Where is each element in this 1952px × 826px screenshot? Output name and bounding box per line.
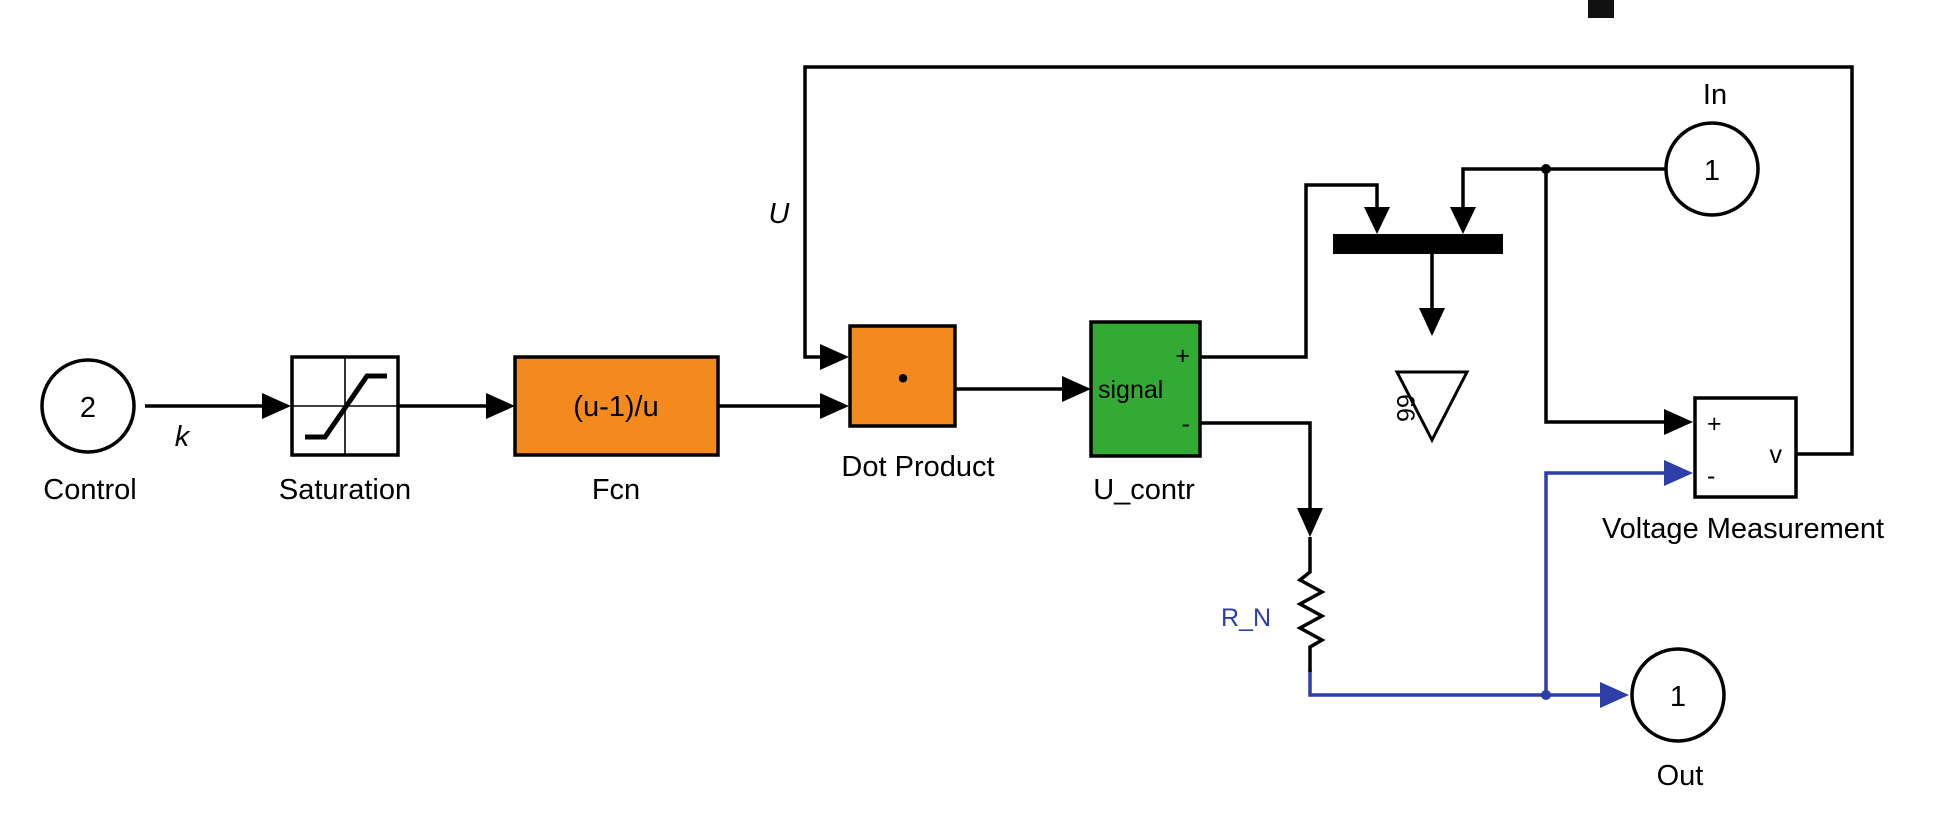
signal-u-label: U <box>769 198 791 230</box>
saturation-label: Saturation <box>279 474 411 506</box>
junction-dot <box>1541 164 1551 174</box>
wire-in-vmeas-plus <box>1544 169 1680 424</box>
u-contr-minus-label: - <box>1182 410 1190 438</box>
vmeas-plus-label: + <box>1707 410 1722 438</box>
arrowhead <box>1664 409 1693 435</box>
arrowhead <box>820 393 849 419</box>
control-inport-block[interactable]: 2 <box>40 358 136 454</box>
arrowhead <box>486 393 515 419</box>
bus-bar-block[interactable] <box>1333 234 1503 254</box>
wire-in-bus <box>1461 167 1665 220</box>
vmeas-minus-label: - <box>1707 462 1715 490</box>
wire-ucontr-plus-bus <box>1200 183 1379 359</box>
resistor-block[interactable] <box>1296 537 1326 672</box>
resistor-label: R_N <box>1221 604 1271 632</box>
out-port-label: Out <box>1657 760 1704 792</box>
arrowhead <box>1297 508 1323 537</box>
fcn-expression: (u-1)/u <box>573 391 658 423</box>
in-port-number: 1 <box>1704 155 1720 187</box>
wire-feedback-u <box>803 65 1854 456</box>
arrowhead <box>1364 207 1390 234</box>
out-port-block[interactable]: 1 <box>1630 647 1726 743</box>
voltage-measurement-block[interactable]: + - v <box>1693 396 1798 499</box>
u-contr-plus-label: + <box>1175 342 1190 370</box>
dot-product-label: Dot Product <box>841 451 994 483</box>
in-port-block[interactable]: 1 <box>1664 121 1760 217</box>
arrowhead <box>1664 460 1693 486</box>
in-port-label: In <box>1703 79 1727 111</box>
arrowhead <box>820 344 849 370</box>
edge-fragment <box>1588 0 1614 18</box>
u-contr-label: U_contr <box>1093 474 1195 506</box>
fcn-label: Fcn <box>592 474 640 506</box>
vmeas-v-label: v <box>1770 441 1783 469</box>
arrowhead <box>262 393 291 419</box>
control-label: Control <box>43 474 137 506</box>
u-contr-block[interactable]: signal + - <box>1089 320 1202 458</box>
fcn-block[interactable]: (u-1)/u <box>513 355 720 457</box>
arrowhead <box>1600 682 1629 708</box>
control-port-number: 2 <box>80 392 96 424</box>
out-port-number: 1 <box>1670 681 1686 713</box>
resistor-icon <box>1296 537 1326 672</box>
saturation-block[interactable] <box>290 355 400 457</box>
dot-product-block[interactable]: • <box>848 324 957 428</box>
saturation-curve-icon <box>305 373 387 440</box>
junction-dot <box>1541 690 1551 700</box>
arrowhead <box>1419 308 1445 336</box>
ground-block[interactable] <box>1394 370 1470 444</box>
arrowhead <box>1450 207 1476 234</box>
wire-resistor-out <box>1308 670 1600 697</box>
u-contr-signal-port-label: signal <box>1098 376 1163 404</box>
dot-product-symbol: • <box>898 362 909 395</box>
wire-ucontr-minus-resistor <box>1200 421 1312 508</box>
vmeas-label: Voltage Measurement <box>1602 513 1884 545</box>
signal-k-label: k <box>175 421 191 453</box>
arrowhead <box>1062 376 1091 402</box>
wire-out-vmeas-minus <box>1544 471 1680 695</box>
ground-label: 66 <box>1391 394 1419 422</box>
